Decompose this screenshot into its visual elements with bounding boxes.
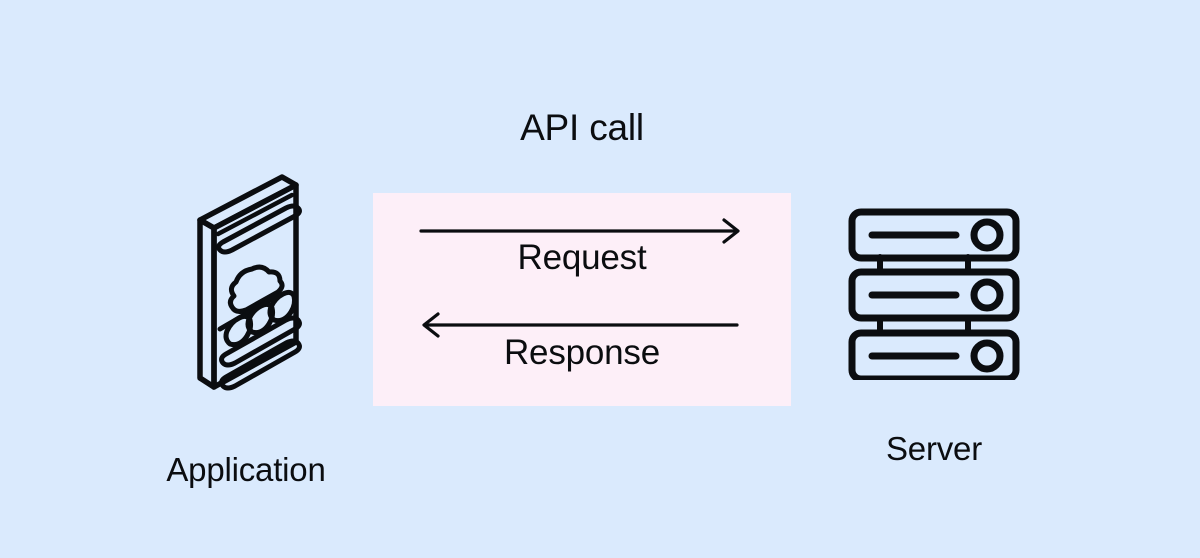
response-arrow — [422, 312, 739, 338]
mobile-application-icon — [118, 168, 374, 403]
server-rack-icon — [828, 200, 1040, 385]
diagram-title: API call — [520, 107, 644, 148]
exchange-panel: Request Response — [373, 193, 791, 406]
node-application-caption: Application — [166, 451, 326, 488]
node-application: Application — [118, 168, 374, 489]
node-server: Server — [828, 200, 1040, 468]
flow-label-response: Response — [503, 333, 660, 372]
rack-unit-2 — [848, 268, 1020, 322]
flow-label-request: Request — [517, 238, 647, 277]
request-arrow — [419, 218, 740, 244]
flow-arrows — [419, 218, 740, 338]
rack-unit-3 — [848, 329, 1020, 383]
node-server-caption: Server — [886, 430, 982, 467]
rack-unit-1 — [848, 208, 1020, 262]
